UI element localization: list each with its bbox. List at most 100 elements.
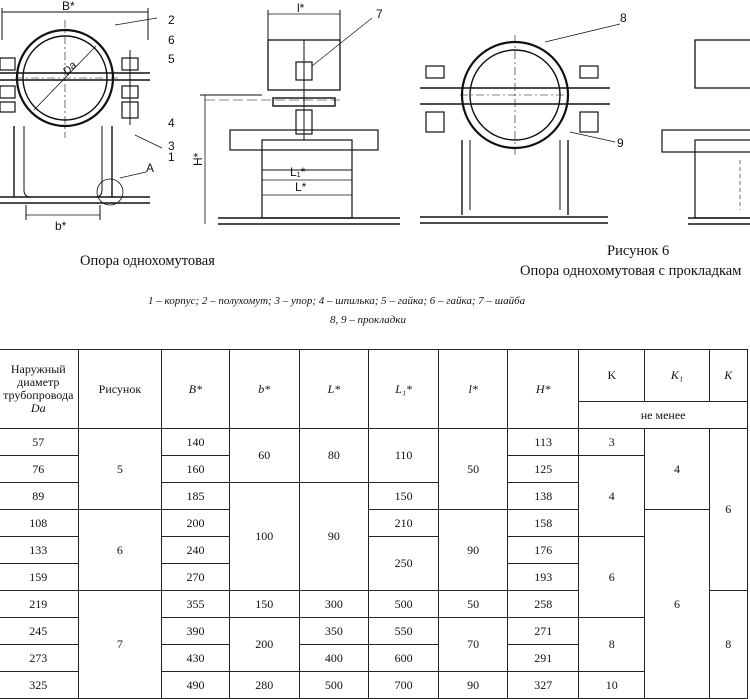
cell-b: 100	[228, 482, 300, 591]
cell-l: 90	[438, 509, 509, 591]
label-n8: 8	[620, 11, 627, 25]
label-L: L*	[295, 180, 307, 194]
cell-diameter: 245	[0, 617, 79, 645]
cell-B: 390	[161, 617, 230, 645]
label-n1: 1	[168, 150, 175, 164]
cell-figure: 6	[77, 509, 163, 591]
cell-H: 271	[507, 617, 580, 645]
table-row: 57 5 140 60 80 110 50 113 3 4 6	[0, 428, 749, 591]
cell-K: 6	[578, 536, 646, 618]
header-subrow: не менее	[0, 401, 748, 429]
cell-H: 138	[507, 482, 580, 510]
label-H: H*	[191, 152, 205, 166]
caption-left: Опора однохомутовая	[80, 253, 215, 269]
cell-H: 158	[507, 509, 580, 537]
label-n5: 5	[168, 52, 175, 66]
label-L1: L₁*	[290, 165, 306, 179]
cell-B: 140	[161, 428, 230, 456]
cell-L1: 150	[368, 482, 440, 510]
header-L: L*	[298, 349, 370, 429]
cell-L: 400	[298, 644, 370, 672]
table-row: 108 6 200 210 90 158 6	[0, 509, 748, 699]
table-row: 219 7 355 150 300 500 50 258 8	[0, 590, 749, 699]
cell-K: 10	[578, 671, 646, 699]
label-l: l*	[297, 1, 305, 15]
cell-L: 300	[298, 590, 370, 618]
cell-B: 490	[161, 671, 230, 699]
cell-H: 291	[507, 644, 580, 672]
cell-L: 500	[298, 671, 370, 699]
label-B: B*	[62, 0, 75, 13]
figure-number: Рисунок 6	[607, 243, 670, 259]
cell-K2: 6	[708, 428, 749, 591]
cell-l: 50	[438, 428, 509, 510]
cell-L: 90	[298, 482, 370, 591]
header-K: K	[578, 349, 646, 402]
label-n6: 6	[168, 33, 175, 47]
cell-figure: 5	[77, 428, 163, 510]
legend-line-2: 8, 9 – прокладки	[330, 314, 407, 326]
view-side	[200, 10, 400, 225]
cell-diameter: 76	[0, 455, 79, 483]
cell-diameter: 133	[0, 536, 79, 564]
cell-H: 125	[507, 455, 580, 483]
cell-diameter: 89	[0, 482, 79, 510]
cell-L1: 600	[368, 644, 440, 672]
header-H: H*	[507, 349, 580, 429]
table-row: 245 390 200 350 550 70 271 8	[0, 617, 748, 672]
label-A: A	[146, 161, 154, 175]
header-B: B*	[161, 349, 230, 429]
cell-b: 280	[228, 671, 300, 699]
cell-B: 355	[161, 590, 230, 618]
cell-diameter: 325	[0, 671, 79, 699]
label-n3: 3	[168, 139, 175, 153]
cell-L1: 700	[368, 671, 440, 699]
cell-K1: 6	[644, 509, 710, 699]
label-n7: 7	[376, 7, 383, 21]
cell-diameter: 273	[0, 644, 79, 672]
cell-B: 160	[161, 455, 230, 483]
cell-H: 113	[507, 428, 580, 456]
label-n4: 4	[168, 116, 175, 130]
cell-L1: 110	[368, 428, 440, 483]
view-partial-right	[661, 39, 750, 225]
cell-H: 327	[507, 671, 580, 699]
cell-L1: 550	[368, 617, 440, 645]
header-figure: Рисунок	[77, 349, 163, 429]
cell-L: 350	[298, 617, 370, 645]
cell-H: 176	[507, 536, 580, 564]
header-l: l*	[438, 349, 509, 429]
header-b: b*	[228, 349, 300, 429]
header-K2: K	[708, 349, 749, 402]
cell-b: 60	[228, 428, 300, 483]
cell-b: 150	[228, 590, 300, 618]
cell-H: 258	[507, 590, 580, 618]
cell-diameter: 219	[0, 590, 79, 618]
label-n2: 2	[168, 13, 175, 27]
dimensions-table: Наружный диаметр трубопровода Da Рисунок…	[0, 349, 749, 699]
view-single-clamp	[0, 8, 163, 220]
cell-K: 4	[578, 455, 646, 537]
cell-l: 50	[438, 590, 509, 618]
cell-figure: 7	[77, 590, 163, 699]
cell-diameter: 57	[0, 428, 79, 456]
cell-L: 80	[298, 428, 370, 483]
cell-diameter: 108	[0, 509, 79, 537]
cell-K2: 8	[708, 590, 749, 699]
label-Da: Da	[61, 59, 79, 77]
table-row: 159 270 193	[0, 563, 748, 591]
table-row: 89 185 100 90 150 138	[0, 482, 748, 591]
cell-l: 70	[438, 617, 509, 672]
cell-l: 90	[438, 671, 509, 699]
cell-K: 3	[578, 428, 646, 456]
cell-B: 200	[161, 509, 230, 537]
legend-line-1: 1 – корпус; 2 – полухомут; 3 – упор; 4 –…	[148, 295, 526, 307]
cell-b: 200	[228, 617, 300, 672]
caption-right: Опора однохомутовая с прокладкам	[520, 263, 742, 279]
technical-drawing: B* Da b* A 2 6 5 4 3 1 l* 7 L₁* L* H* 8 …	[0, 0, 750, 233]
header-row: Наружный диаметр трубопровода Da Рисунок…	[0, 349, 749, 429]
cell-B: 240	[161, 536, 230, 564]
cell-L1: 500	[368, 590, 440, 618]
header-K1: K₁	[644, 349, 710, 402]
cell-diameter: 159	[0, 563, 79, 591]
